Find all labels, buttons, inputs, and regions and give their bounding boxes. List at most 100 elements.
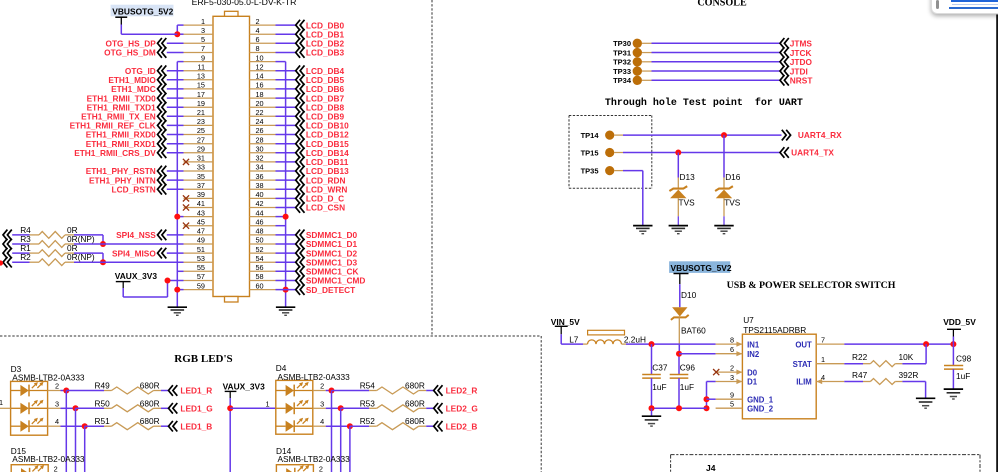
svg-text:ETH1_MDC: ETH1_MDC: [111, 84, 156, 94]
svg-text:LCD_DB3: LCD_DB3: [306, 48, 345, 58]
svg-text:R52: R52: [360, 416, 376, 426]
svg-text:48: 48: [256, 227, 264, 236]
svg-text:27: 27: [197, 135, 205, 144]
svg-text:OUT: OUT: [795, 340, 812, 349]
svg-text:1: 1: [201, 17, 205, 26]
svg-text:34: 34: [256, 163, 264, 172]
svg-text:1: 1: [821, 355, 825, 364]
svg-text:LCD_DB6: LCD_DB6: [306, 84, 345, 94]
svg-text:2: 2: [55, 382, 59, 391]
svg-text:680R: 680R: [405, 416, 425, 426]
svg-text:680R: 680R: [140, 381, 160, 391]
svg-text:16: 16: [256, 81, 264, 90]
svg-text:ASMB-LTB2-0A333: ASMB-LTB2-0A333: [278, 454, 351, 464]
svg-text:50: 50: [256, 236, 264, 245]
svg-text:8: 8: [256, 44, 260, 53]
svg-text:LCD_DB9: LCD_DB9: [306, 112, 345, 122]
svg-text:OTG_ID: OTG_ID: [125, 66, 156, 76]
svg-text:4: 4: [320, 417, 324, 426]
svg-text:D1: D1: [747, 378, 758, 387]
svg-text:U7: U7: [743, 315, 754, 325]
svg-text:SDMMC1_D1: SDMMC1_D1: [306, 239, 358, 249]
svg-text:12: 12: [256, 62, 264, 71]
svg-text:ETH1_PHY_RSTN: ETH1_PHY_RSTN: [86, 166, 156, 176]
svg-text:UART4_TX: UART4_TX: [791, 148, 834, 158]
svg-text:52: 52: [256, 245, 264, 254]
svg-text:39: 39: [197, 190, 205, 199]
svg-text:11: 11: [197, 62, 205, 71]
svg-text:4: 4: [256, 26, 260, 35]
svg-text:LED1_G: LED1_G: [180, 404, 212, 414]
svg-text:SDMMC1_D2: SDMMC1_D2: [306, 248, 358, 258]
svg-text:D16: D16: [725, 172, 741, 182]
svg-text:RGB LED'S: RGB LED'S: [174, 353, 232, 365]
svg-text:D14: D14: [276, 446, 292, 456]
svg-text:R2: R2: [20, 252, 31, 262]
svg-text:28: 28: [256, 135, 264, 144]
svg-text:C98: C98: [956, 354, 972, 364]
svg-text:R3: R3: [20, 234, 31, 244]
svg-text:24: 24: [256, 117, 264, 126]
svg-text:37: 37: [197, 181, 205, 190]
svg-text:4: 4: [821, 373, 825, 382]
svg-text:LCD_D_C: LCD_D_C: [306, 194, 344, 204]
svg-text:LCD_DB4: LCD_DB4: [306, 66, 345, 76]
svg-text:680R: 680R: [405, 398, 425, 408]
svg-text:LED2_G: LED2_G: [446, 404, 478, 414]
svg-text:1: 1: [0, 398, 3, 407]
svg-text:43: 43: [197, 208, 205, 217]
svg-text:SDMMC1_D3: SDMMC1_D3: [306, 257, 358, 267]
svg-text:LCD_CSN: LCD_CSN: [306, 203, 345, 213]
svg-text:13: 13: [197, 72, 205, 81]
svg-text:JTDO: JTDO: [790, 57, 813, 67]
svg-text:C37: C37: [652, 363, 668, 373]
svg-text:VIN_5V: VIN_5V: [551, 317, 580, 327]
svg-text:25: 25: [197, 126, 205, 135]
svg-text:1uF: 1uF: [956, 371, 970, 381]
svg-text:20: 20: [256, 99, 264, 108]
svg-text:1uF: 1uF: [680, 382, 694, 392]
svg-text:42: 42: [256, 199, 264, 208]
svg-text:IN2: IN2: [747, 350, 760, 359]
svg-text:LCD_DB2: LCD_DB2: [306, 39, 345, 49]
svg-text:3: 3: [55, 399, 59, 408]
svg-text:D4: D4: [276, 363, 287, 373]
svg-text:TP33: TP33: [613, 67, 631, 76]
svg-text:18: 18: [256, 90, 264, 99]
svg-text:TP15: TP15: [581, 148, 599, 157]
svg-text:GND_2: GND_2: [747, 404, 774, 413]
svg-text:10: 10: [256, 53, 264, 62]
svg-text:5: 5: [201, 35, 205, 44]
svg-text:40: 40: [256, 190, 264, 199]
svg-text:R4: R4: [20, 225, 31, 235]
svg-text:ETH1_RMII_RXD0: ETH1_RMII_RXD0: [86, 130, 156, 140]
svg-text:2: 2: [256, 17, 260, 26]
svg-text:R22: R22: [852, 352, 868, 362]
svg-text:D0: D0: [747, 368, 758, 377]
svg-text:ILIM: ILIM: [796, 378, 812, 387]
svg-text:NRST: NRST: [790, 76, 813, 86]
svg-text:7: 7: [201, 44, 205, 53]
svg-text:47: 47: [197, 227, 205, 236]
svg-text:LED2_R: LED2_R: [446, 386, 478, 396]
svg-text:JTDI: JTDI: [790, 66, 808, 76]
svg-text:3: 3: [730, 373, 734, 382]
svg-text:35: 35: [197, 172, 205, 181]
svg-text:2: 2: [54, 465, 58, 472]
svg-text:GND_1: GND_1: [747, 395, 774, 404]
svg-text:3: 3: [201, 26, 205, 35]
svg-text:STAT: STAT: [793, 360, 812, 369]
svg-text:30: 30: [256, 145, 264, 154]
svg-text:55: 55: [197, 263, 205, 272]
svg-text:680R: 680R: [405, 381, 425, 391]
svg-text:2: 2: [320, 382, 324, 391]
svg-text:0R(NP): 0R(NP): [67, 234, 95, 244]
svg-text:JTMS: JTMS: [790, 39, 813, 49]
svg-text:1: 1: [266, 399, 270, 408]
svg-text:680R: 680R: [140, 416, 160, 426]
svg-text:OTG_HS_DM: OTG_HS_DM: [104, 48, 156, 58]
svg-text:LCD_DB15: LCD_DB15: [306, 139, 349, 149]
svg-text:0R: 0R: [67, 243, 78, 253]
svg-text:VDD_5V: VDD_5V: [943, 317, 976, 327]
svg-text:17: 17: [197, 90, 205, 99]
